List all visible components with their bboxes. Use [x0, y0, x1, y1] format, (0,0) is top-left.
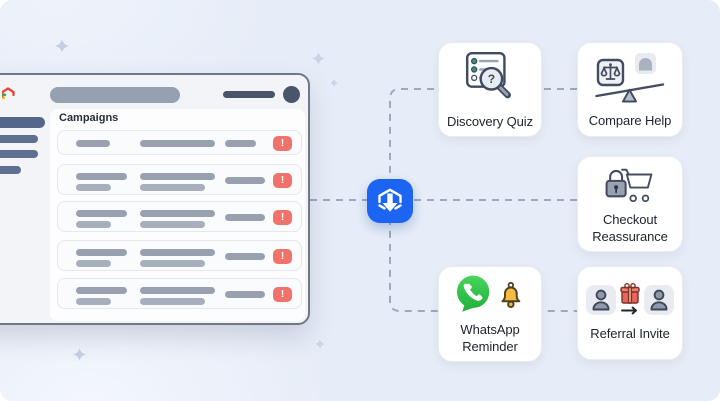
skeleton-bar: [140, 221, 205, 228]
svg-text:?: ?: [488, 72, 495, 86]
sidebar-item-placeholder[interactable]: [0, 150, 38, 158]
card-label: Compare Help: [588, 112, 672, 128]
campaigns-panel: Campaigns ! !: [50, 109, 305, 321]
skeleton-bar: [76, 221, 111, 228]
card-label: Discovery Quiz: [446, 113, 533, 129]
alert-badge: !: [273, 210, 292, 225]
search-bar[interactable]: [50, 87, 180, 103]
sidebar-item-placeholder[interactable]: [0, 135, 38, 143]
alert-badge: !: [273, 173, 292, 188]
card-whatsapp-reminder[interactable]: WhatsApp Reminder: [438, 266, 542, 362]
hub-button[interactable]: [367, 179, 413, 223]
quiz-magnifier-icon: ?: [465, 51, 511, 99]
alert-badge: !: [273, 287, 292, 302]
referral-gift-icon: [586, 283, 674, 316]
sidebar-item-placeholder[interactable]: [0, 117, 45, 128]
campaigns-title: Campaigns: [59, 112, 119, 124]
sparkle-icon: [312, 52, 325, 65]
hub-box-arrow-icon: [378, 188, 402, 212]
sparkle-icon: [55, 39, 69, 53]
whatsapp-bell-icon: [456, 275, 521, 312]
skeleton-bar: [225, 291, 265, 298]
balance-seesaw-icon: [595, 52, 665, 103]
campaign-row[interactable]: !: [57, 130, 302, 155]
avatar[interactable]: [283, 86, 300, 103]
skeleton-bar: [140, 260, 205, 267]
header-bar-placeholder: [223, 91, 275, 98]
card-label: Referral Invite: [590, 326, 670, 342]
campaign-row[interactable]: !: [57, 278, 302, 309]
skeleton-bar: [76, 140, 110, 147]
gmail-window: Campaigns ! !: [0, 73, 310, 325]
skeleton-bar: [225, 177, 265, 184]
lock-cart-icon: [605, 168, 653, 203]
skeleton-bar: [76, 210, 127, 217]
sparkle-icon: [330, 79, 338, 87]
campaign-row[interactable]: !: [57, 240, 302, 271]
alert-badge: !: [273, 136, 292, 151]
skeleton-bar: [76, 184, 111, 191]
skeleton-bar: [76, 260, 111, 267]
card-referral-invite[interactable]: Referral Invite: [577, 266, 683, 360]
skeleton-bar: [76, 249, 127, 256]
card-label: Checkout Reassurance: [592, 211, 668, 244]
campaign-row[interactable]: !: [57, 201, 302, 232]
skeleton-bar: [225, 214, 265, 221]
skeleton-bar: [140, 249, 215, 256]
sidebar-item-placeholder[interactable]: [0, 166, 21, 174]
card-label: WhatsApp Reminder: [460, 321, 520, 354]
skeleton-bar: [76, 173, 127, 180]
sparkle-icon: [315, 339, 325, 349]
skeleton-bar: [225, 140, 256, 147]
skeleton-bar: [76, 298, 111, 305]
skeleton-bar: [140, 184, 205, 191]
skeleton-bar: [225, 253, 265, 260]
skeleton-bar: [140, 287, 215, 294]
skeleton-bar: [140, 140, 215, 147]
card-checkout-reassurance[interactable]: Checkout Reassurance: [577, 156, 683, 252]
gmail-logo-icon: [2, 87, 15, 99]
alert-badge: !: [273, 249, 292, 264]
skeleton-bar: [140, 298, 205, 305]
skeleton-bar: [76, 287, 127, 294]
card-compare-help[interactable]: Compare Help: [577, 42, 683, 137]
card-discovery-quiz[interactable]: ? Discovery Quiz: [438, 42, 542, 137]
sparkle-icon: [73, 348, 86, 361]
skeleton-bar: [140, 210, 215, 217]
skeleton-bar: [140, 173, 215, 180]
campaign-row[interactable]: !: [57, 164, 302, 195]
